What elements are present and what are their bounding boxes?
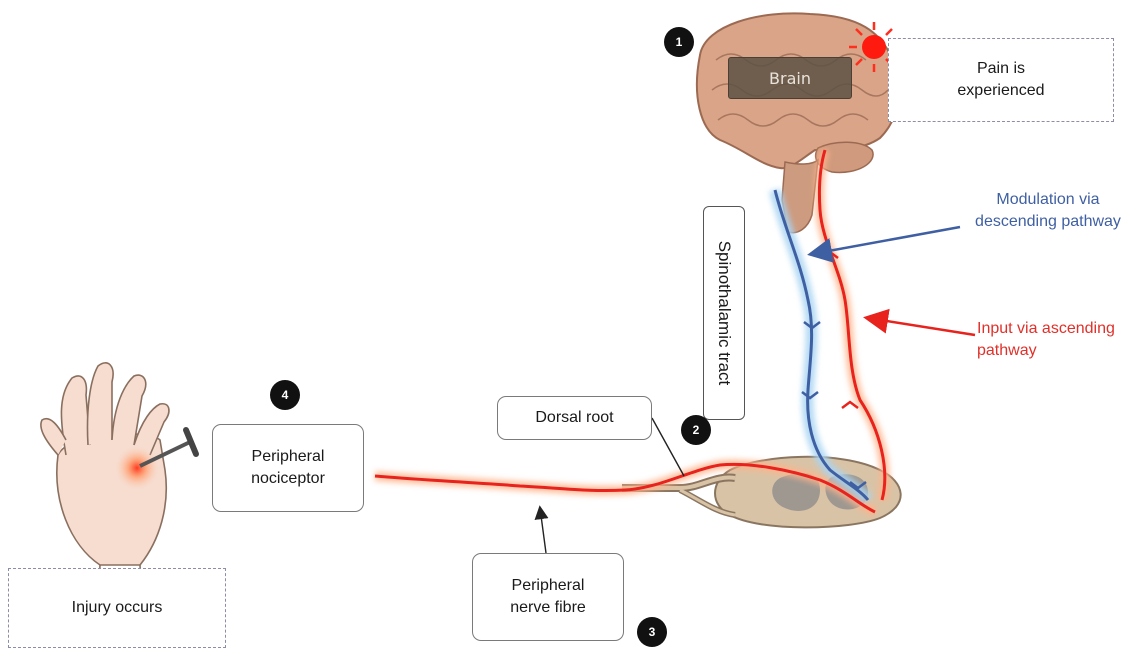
modulation-arrow	[812, 227, 960, 254]
dorsal-root-box: Dorsal root	[497, 396, 652, 440]
dorsal-root-connector	[652, 418, 684, 476]
nerve-fibre-arrow	[540, 508, 546, 553]
injury-glow	[115, 446, 159, 490]
brain-label: Brain	[728, 57, 852, 99]
modulation-label: Modulation via descending pathway	[950, 189, 1146, 233]
step-1-badge: 1	[664, 27, 694, 57]
input-label: Input via ascending pathway	[977, 318, 1145, 362]
step-4-badge: 4	[270, 380, 300, 410]
spinothalamic-tract-label: Spinothalamic tract	[703, 206, 745, 420]
input-arrow	[868, 318, 975, 335]
step-3-badge: 3	[637, 617, 667, 647]
ascending-glow	[819, 150, 884, 500]
pain-experienced-box: Pain is experienced	[888, 38, 1114, 122]
step-2-badge: 2	[681, 415, 711, 445]
injury-occurs-box: Injury occurs	[8, 568, 226, 648]
peripheral-nociceptor-box: Peripheral nociceptor	[212, 424, 364, 512]
peripheral-nerve-fibre-box: Peripheral nerve fibre	[472, 553, 624, 641]
